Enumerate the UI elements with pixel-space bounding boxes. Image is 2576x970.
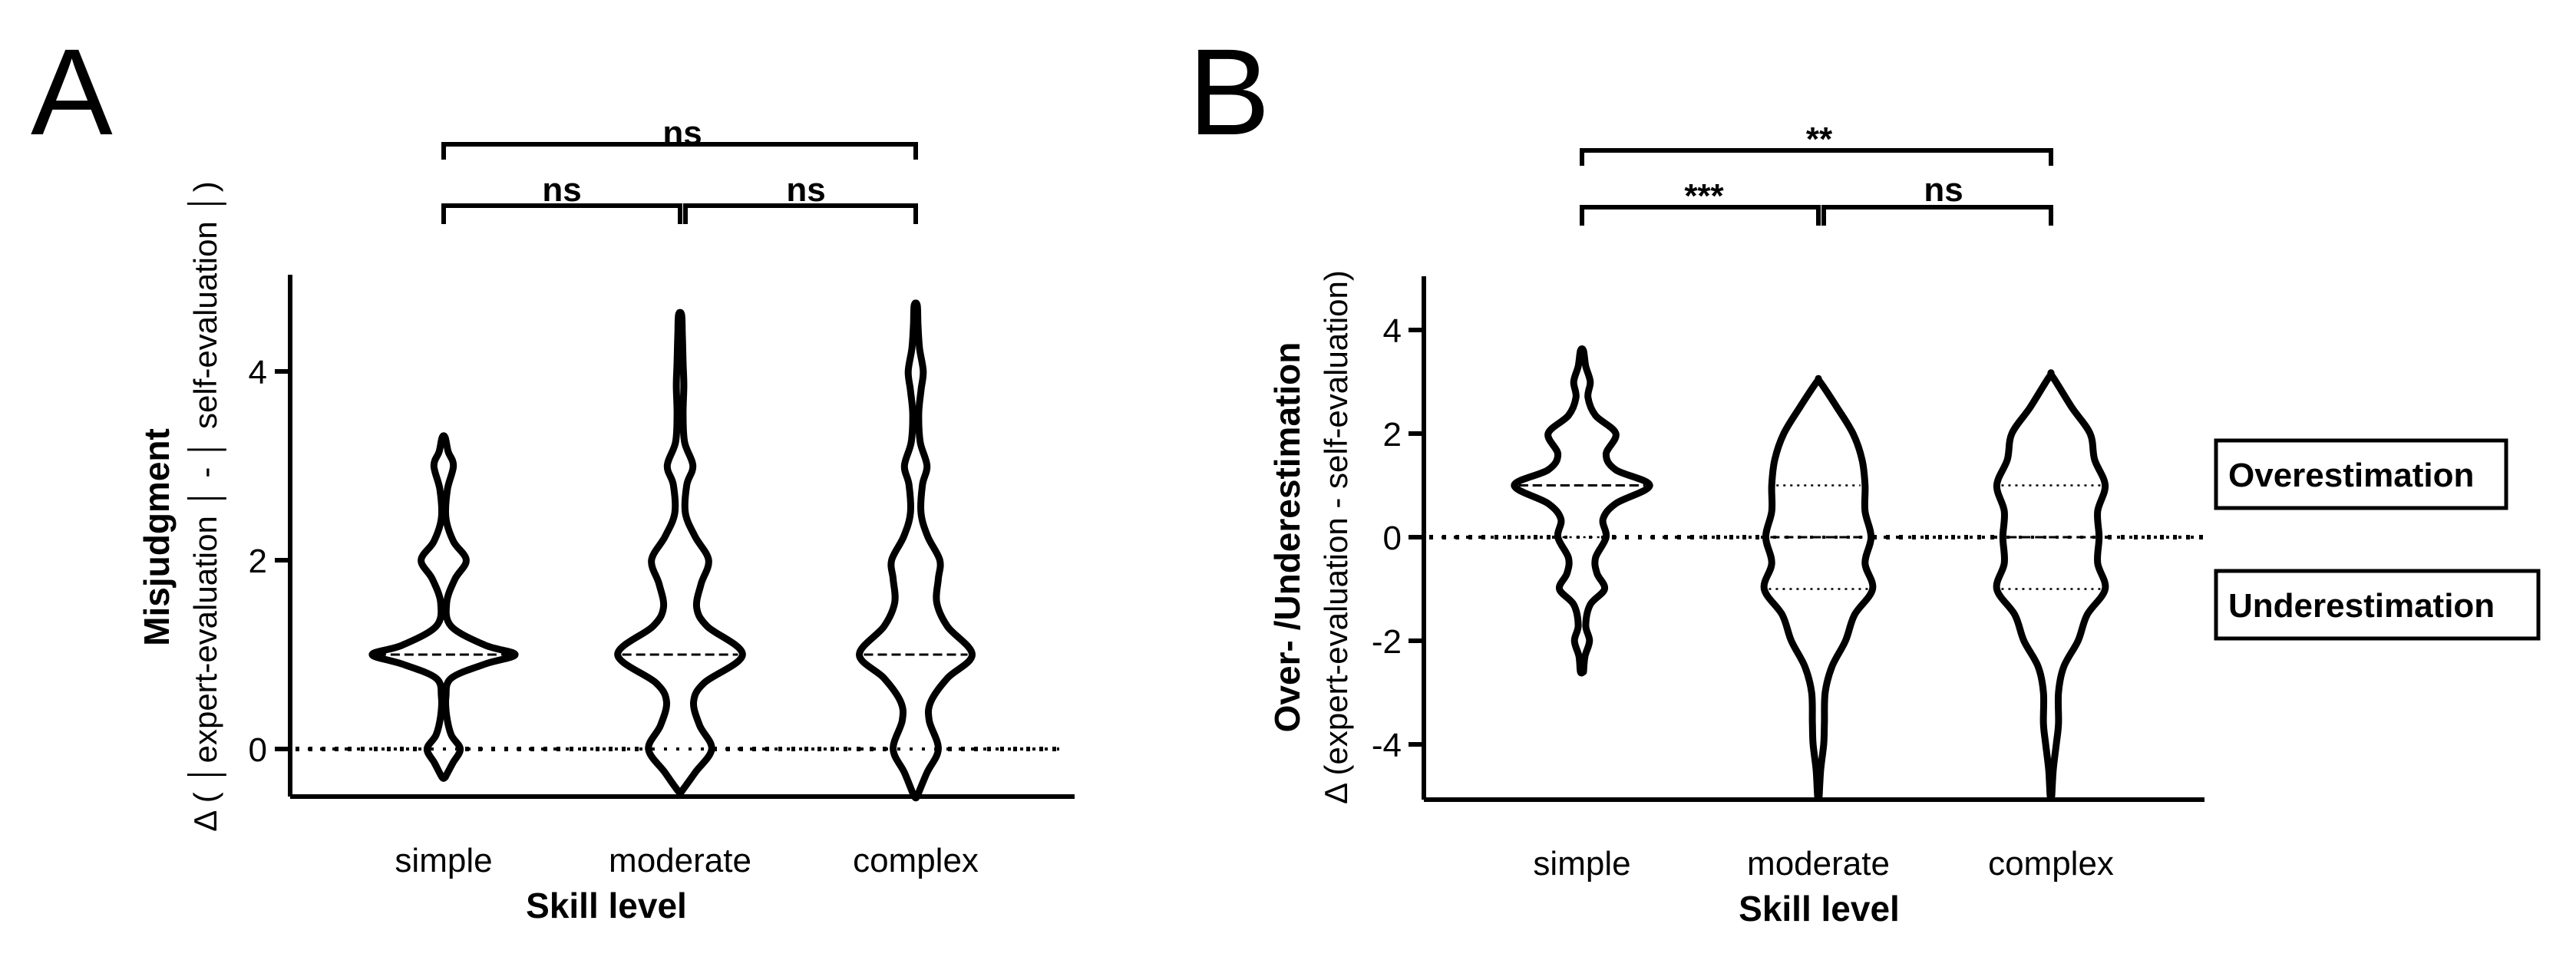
y-tick-label-b-0: 0 [1383,520,1402,557]
comparison-bracket-simple-complex-b [1580,148,2053,166]
comparison-label-moderate-complex: ns [786,171,825,209]
underestimation-box: Underestimation [2214,569,2541,641]
overestimation-label: Overestimation [2228,457,2474,494]
comparison-bracket-moderate-complex [683,203,918,224]
y-tick-label-a-0: 0 [249,731,267,769]
violins-b [1429,345,2203,802]
panel-label-a: A [31,23,113,160]
violin-simple [368,432,519,782]
y-tick-label-b-2: 2 [1383,416,1402,454]
y-axis-subtitle-a: Δ ( │expert-evaluation │ - │ self-evalua… [187,181,226,831]
comparison-bracket-simple-moderate [441,203,682,224]
violin-simple [1511,345,1653,677]
x-tick-label-a-complex: complex [853,842,979,879]
y-tick-label-b-neg4: -4 [1372,727,1402,764]
violin-complex [1993,369,2109,802]
violin-complex [856,299,976,802]
violin-moderate [614,308,746,797]
x-tick-label-b-complex: complex [1988,845,2114,883]
comparison-bracket-moderate-complex-b [1821,205,2053,226]
panel-b: B ** *** ns 4 2 0 -2 -4 simple [1188,23,2541,929]
y-tick-label-a-2: 2 [249,543,267,580]
comparison-label-simple-complex-b: ** [1806,120,1833,158]
x-tick-label-a-moderate: moderate [609,842,751,879]
x-axis-title-b: Skill level [1739,889,1900,929]
y-tick-label-b-4: 4 [1383,312,1402,350]
y-tick-label-b-neg2: -2 [1372,623,1402,661]
x-tick-label-b-simple: simple [1533,845,1630,883]
panel-label-b: B [1188,23,1270,160]
x-tick-label-a-simple: simple [395,842,492,879]
comparison-label-simple-moderate: ns [542,171,581,209]
y-axis-subtitle-b: Δ (expert-evaluation - self-evaluation) [1318,270,1354,804]
comparison-label-simple-complex: ns [662,114,702,152]
y-tick-label-a-4: 4 [249,354,267,391]
violins-a [296,299,1059,802]
overestimation-box: Overestimation [2214,438,2508,510]
panel-a: A ns ns ns 0 2 4 simple moderate complex [31,23,1075,925]
comparison-bracket-simple-complex [441,142,918,160]
underestimation-label: Underestimation [2228,587,2495,625]
comparison-bracket-simple-moderate-b [1580,205,1821,226]
x-axis-title-a: Skill level [526,886,687,925]
y-axis-title-b: Over- /Underestimation [1267,342,1307,733]
y-axis-title-a: Misjudgment [137,428,177,646]
comparison-label-simple-moderate-b: *** [1684,177,1724,215]
x-tick-label-b-moderate: moderate [1747,845,1890,883]
comparison-label-moderate-complex-b: ns [1924,171,1963,209]
